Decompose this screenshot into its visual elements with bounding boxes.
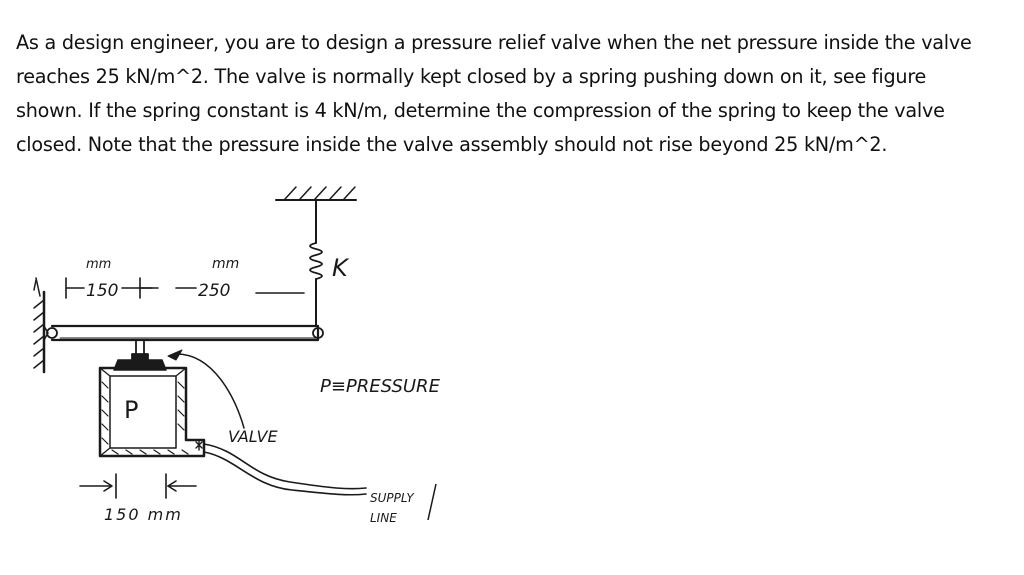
pressure-symbol: P [124, 396, 138, 424]
problem-line-2: reaches 25 kN/m^2. The valve is normally… [16, 65, 927, 88]
pressure-legend: P≡PRESSURE [320, 376, 441, 397]
valve-diagram: mm 150 mm 250 K P P≡PRESSURE VALVE 150 m… [33, 186, 441, 525]
problem-statement: As a design engineer, you are to design … [16, 26, 1016, 162]
dim-left-unit: mm [86, 257, 111, 272]
problem-line-4: closed. Note that the pressure inside th… [16, 133, 888, 156]
dimension-line-bottom [79, 473, 197, 499]
dim-right-unit: mm [212, 256, 239, 272]
valve-stem [131, 339, 149, 361]
dim-left-value: 150 [86, 281, 118, 301]
supply-line-label-2: LINE [370, 511, 397, 525]
supply-line [203, 443, 367, 496]
valve-housing [98, 359, 206, 458]
spring-constant-label: K [332, 254, 350, 282]
bottom-dimension-label: 150 mm [104, 505, 183, 524]
star-mark-icon [195, 439, 203, 451]
problem-line-1: As a design engineer, you are to design … [16, 31, 972, 54]
valve-label: VALVE [228, 427, 279, 446]
dimension-line-top [65, 277, 305, 299]
spring [309, 242, 323, 327]
lever-beam [43, 324, 324, 342]
supply-line-label-1: SUPPLY [370, 491, 415, 505]
problem-line-3: shown. If the spring constant is 4 kN/m,… [16, 99, 945, 122]
valve-pointer [173, 353, 245, 429]
left-wall [33, 277, 46, 374]
ceiling-support [275, 186, 357, 244]
dim-right-value: 250 [198, 281, 230, 301]
